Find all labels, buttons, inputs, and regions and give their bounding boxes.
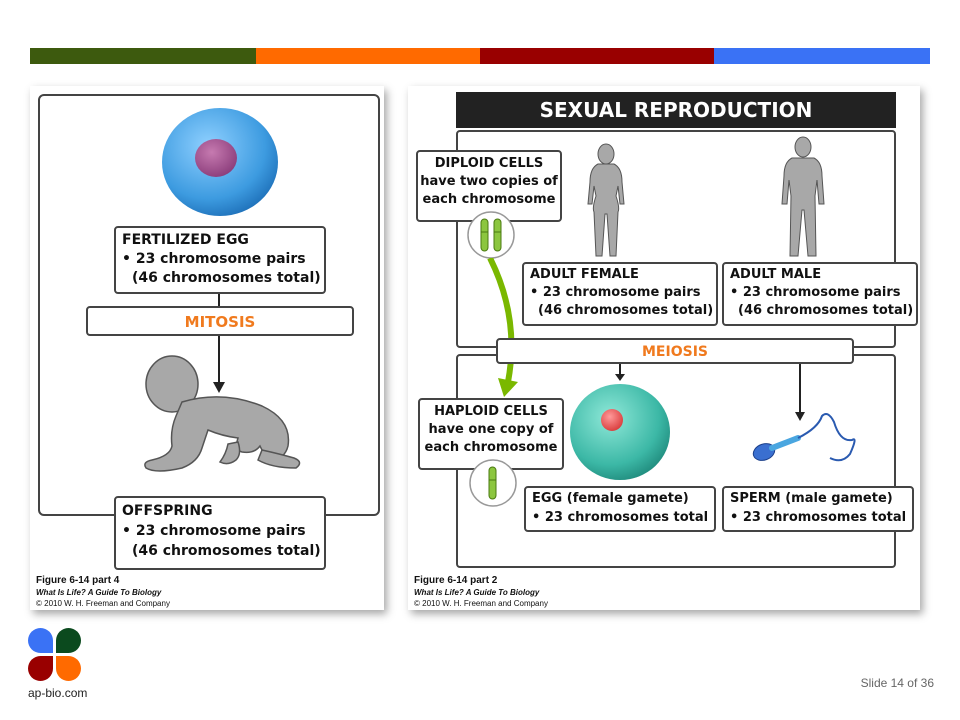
sperm-title-row: SPERM (male gamete) bbox=[730, 491, 893, 507]
sperm-title-suffix: (male gamete) bbox=[780, 491, 893, 506]
egg-line1: • 23 chromosomes total bbox=[532, 510, 709, 525]
offspring-box: OFFSPRING • 23 chromosome pairs (46 chro… bbox=[114, 496, 326, 570]
sperm-gamete-box: SPERM (male gamete) • 23 chromosomes tot… bbox=[722, 486, 914, 532]
adult-female-line2: (46 chromosomes total) bbox=[538, 303, 714, 318]
connector-line bbox=[218, 294, 220, 308]
adult-female-title: ADULT FEMALE bbox=[530, 267, 639, 282]
offspring-line2: (46 chromosomes total) bbox=[132, 543, 321, 559]
adult-female-icon bbox=[587, 143, 625, 257]
mitosis-bar: MITOSIS bbox=[86, 306, 354, 336]
diploid-line1: DIPLOID CELLS bbox=[434, 156, 544, 171]
figure-caption-copyright: © 2010 W. H. Freeman and Company bbox=[36, 599, 170, 608]
adult-male-line2: (46 chromosomes total) bbox=[738, 303, 914, 318]
diploid-line2: have two copies of bbox=[420, 174, 558, 189]
adult-male-title: ADULT MALE bbox=[730, 267, 822, 282]
header-bar-green bbox=[30, 48, 256, 64]
adult-male-icon bbox=[781, 136, 825, 257]
egg-gamete-box: EGG (female gamete) • 23 chromosomes tot… bbox=[524, 486, 716, 532]
fertilized-egg-line1: • 23 chromosome pairs bbox=[122, 251, 306, 267]
down-arrow-icon bbox=[213, 336, 225, 393]
sexual-reproduction-title: SEXUAL REPRODUCTION bbox=[539, 98, 813, 122]
logo-petal-red bbox=[28, 656, 53, 681]
adult-female-box: ADULT FEMALE • 23 chromosome pairs (46 c… bbox=[522, 262, 718, 326]
haploid-line1: HAPLOID CELLS bbox=[434, 404, 548, 419]
title-bar: SEXUAL REPRODUCTION bbox=[456, 92, 896, 128]
fertilized-egg-cell-icon bbox=[162, 108, 278, 216]
haploid-cells-box: HAPLOID CELLS have one copy of each chro… bbox=[418, 398, 564, 470]
figure-caption-book: What Is Life? A Guide To Biology bbox=[36, 588, 162, 597]
mitosis-label: MITOSIS bbox=[184, 313, 256, 331]
figure-caption-title: Figure 6-14 part 2 bbox=[414, 575, 498, 586]
sperm-line1: • 23 chromosomes total bbox=[730, 510, 907, 525]
fertilized-egg-title: FERTILIZED EGG bbox=[122, 232, 249, 248]
adult-male-box: ADULT MALE • 23 chromosome pairs (46 chr… bbox=[722, 262, 918, 326]
down-arrow-male-icon bbox=[795, 364, 805, 421]
logo-petal-blue bbox=[28, 628, 53, 653]
logo-petal-orange bbox=[56, 656, 81, 681]
fertilized-egg-line2: (46 chromosomes total) bbox=[132, 270, 321, 286]
header-bar-blue bbox=[714, 48, 930, 64]
logo-petal-green bbox=[56, 628, 81, 653]
figure-caption-book: What Is Life? A Guide To Biology bbox=[414, 588, 540, 597]
down-arrow-female-icon bbox=[615, 364, 625, 381]
haploid-line3: each chromosome bbox=[424, 440, 558, 455]
offspring-line1: • 23 chromosome pairs bbox=[122, 523, 306, 539]
adult-male-line1: • 23 chromosome pairs bbox=[730, 285, 901, 300]
slide-number: Slide 14 of 36 bbox=[860, 676, 934, 690]
egg-title: EGG bbox=[532, 491, 563, 506]
logo-text: ap-bio.com bbox=[28, 686, 88, 700]
crawling-baby-icon bbox=[144, 355, 301, 472]
fertilized-egg-box: FERTILIZED EGG • 23 chromosome pairs (46… bbox=[114, 226, 326, 294]
egg-title-suffix: (female gamete) bbox=[562, 491, 689, 506]
figure-caption-title: Figure 6-14 part 4 bbox=[36, 575, 120, 586]
meiosis-figure: SEXUAL REPRODUCTION DIPLOID CELLS have t… bbox=[408, 86, 920, 610]
diploid-chromosome-icon bbox=[467, 211, 515, 259]
egg-cell-icon bbox=[570, 384, 670, 480]
green-curved-arrow-icon bbox=[487, 258, 518, 397]
diploid-cells-box: DIPLOID CELLS have two copies of each ch… bbox=[416, 150, 562, 222]
sperm-title: SPERM bbox=[730, 491, 781, 506]
adult-female-line1: • 23 chromosome pairs bbox=[530, 285, 701, 300]
meiosis-label: MEIOSIS bbox=[642, 344, 708, 360]
mitosis-figure: FERTILIZED EGG • 23 chromosome pairs (46… bbox=[30, 86, 384, 610]
diploid-line3: each chromosome bbox=[422, 192, 556, 207]
haploid-chromosome-icon bbox=[469, 459, 517, 507]
figure-caption-copyright: © 2010 W. H. Freeman and Company bbox=[414, 599, 548, 608]
header-bar-red bbox=[480, 48, 714, 64]
sperm-cell-icon bbox=[752, 413, 856, 462]
meiosis-bar: MEIOSIS bbox=[496, 338, 854, 364]
egg-title-row: EGG (female gamete) bbox=[532, 491, 689, 507]
logo-mark bbox=[28, 628, 82, 682]
offspring-title: OFFSPRING bbox=[122, 503, 213, 519]
header-bar-orange bbox=[256, 48, 480, 64]
haploid-line2: have one copy of bbox=[428, 422, 554, 437]
